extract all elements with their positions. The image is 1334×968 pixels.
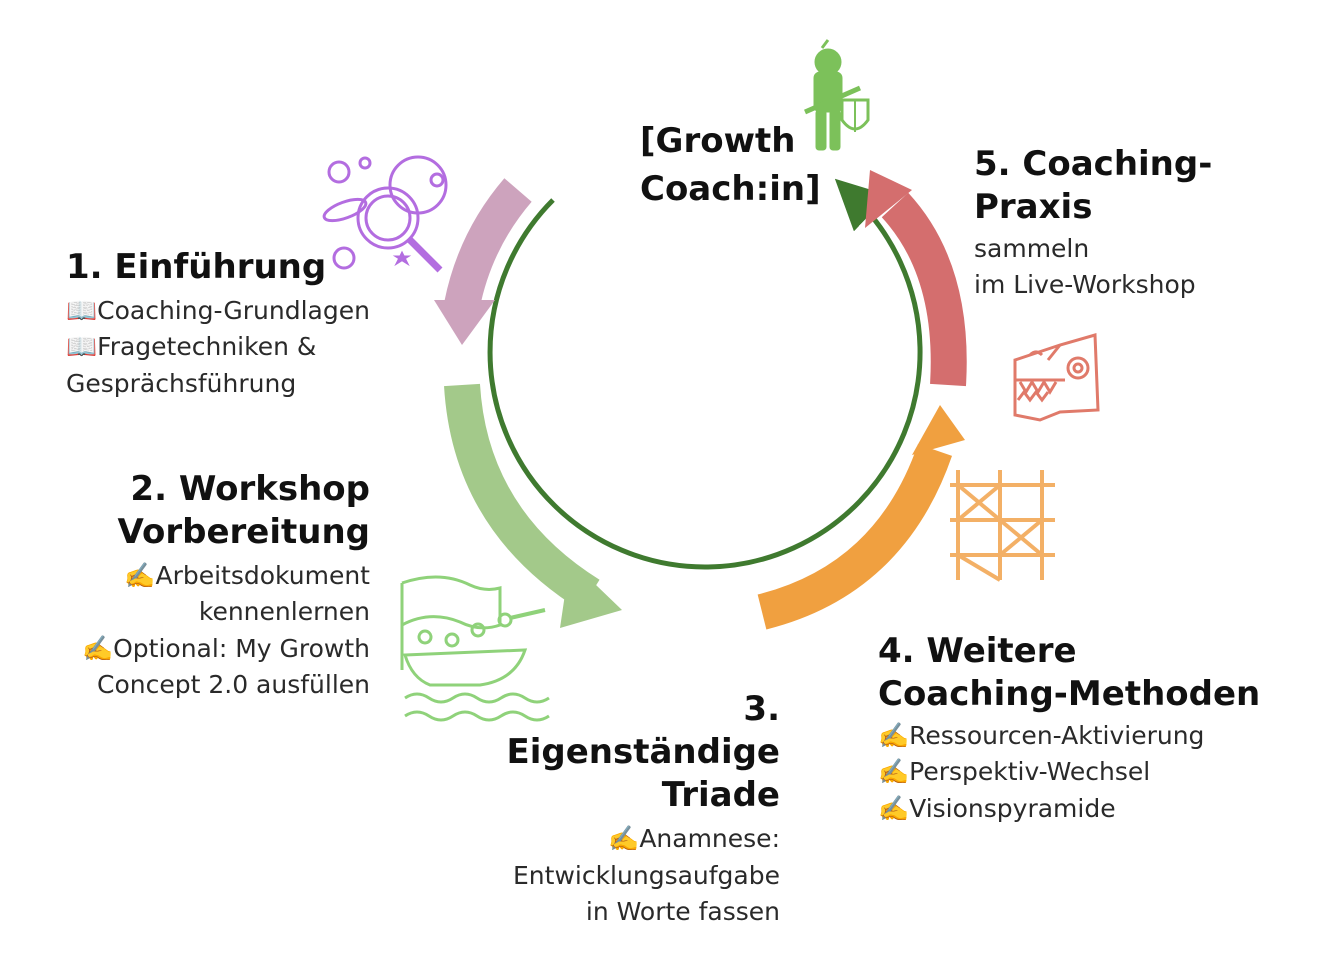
step-4-item: ✍️Visionspyramide	[878, 793, 1116, 823]
book-icon: 📖	[66, 296, 98, 326]
step-2: 2. Workshop Vorbereitung ✍️Arbeitsdokume…	[10, 469, 370, 703]
step-5: 5. Coaching- Praxis sammeln im Live-Work…	[974, 144, 1213, 304]
step-4-item: ✍️Ressourcen-Aktivierung	[878, 721, 1205, 751]
arrow-step-5	[865, 170, 967, 387]
arrow-step-1	[434, 178, 532, 345]
step-3-title-line-1: 3.	[743, 689, 780, 729]
cycle-ring	[487, 178, 923, 570]
step-4-items: ✍️Ressourcen-Aktivierung ✍️Perspektiv-We…	[878, 718, 1260, 827]
book-icon: 📖	[66, 332, 98, 362]
step-3-title-line-3: Triade	[661, 775, 780, 816]
step-4-item: ✍️Perspektiv-Wechsel	[878, 757, 1151, 787]
magnifier-bubbles-icon	[322, 155, 448, 273]
step-1: 1. Einführung 📖Coaching-Grundlagen 📖Frag…	[66, 247, 370, 402]
step-2-title-line-1: 2. Workshop	[130, 469, 370, 509]
step-2-item: kennenlernen	[198, 597, 370, 627]
step-2-title-line-2: Vorbereitung	[117, 512, 370, 553]
writing-hand-icon: ✍️	[878, 793, 910, 823]
step-2-item: ✍️Optional: My Growth	[81, 633, 370, 663]
writing-hand-icon: ✍️	[878, 721, 910, 751]
center-label: [Growth Coach:in]	[640, 118, 821, 213]
step-3-item: Entwicklungsaufgabe	[513, 860, 780, 890]
step-4: 4. Weitere Coaching-Methoden ✍️Ressource…	[878, 631, 1261, 827]
arrow-step-4	[757, 405, 965, 630]
knight-shield-icon	[804, 39, 870, 151]
step-5-title-line-1: 5. Coaching-	[974, 144, 1213, 184]
rowing-boat-icon	[400, 575, 550, 722]
step-3-item: ✍️Anamnese:	[608, 824, 780, 854]
writing-hand-icon: ✍️	[608, 824, 640, 854]
step-5-items: sammeln im Live-Workshop	[974, 231, 1212, 304]
step-3-item: in Worte fassen	[585, 896, 780, 926]
writing-hand-icon: ✍️	[878, 757, 910, 787]
step-5-item: im Live-Workshop	[974, 270, 1196, 300]
step-2-items: ✍️Arbeitsdokument kennenlernen ✍️Optiona…	[10, 558, 370, 703]
scaffold-icon	[950, 470, 1055, 582]
step-3: 3. Eigenständige Triade ✍️Anamnese: Entw…	[440, 689, 780, 930]
step-5-item: sammeln	[974, 234, 1090, 264]
writing-hand-icon: ✍️	[81, 633, 114, 663]
step-2-item: ✍️Arbeitsdokument	[124, 561, 370, 591]
step-1-item: 📖Coaching-Grundlagen	[66, 296, 370, 326]
step-4-title-line-1: 4. Weitere	[878, 631, 1077, 671]
arrow-step-2	[444, 383, 622, 628]
step-3-items: ✍️Anamnese: Entwicklungsaufgabe in Worte…	[440, 821, 780, 930]
step-1-item: 📖Fragetechniken &	[66, 332, 317, 362]
step-4-title-line-2: Coaching-Methoden	[878, 674, 1261, 715]
step-1-item: Gesprächsführung	[66, 368, 297, 398]
step-1-items: 📖Coaching-Grundlagen 📖Fragetechniken & G…	[66, 293, 370, 402]
step-5-title-line-2: Praxis	[974, 187, 1093, 228]
center-label-line-2: Coach:in]	[640, 168, 821, 209]
step-1-title: 1. Einführung	[66, 247, 327, 287]
writing-hand-icon: ✍️	[124, 561, 156, 591]
step-2-item: Concept 2.0 ausfüllen	[97, 669, 370, 699]
step-3-title-line-2: Eigenständige	[506, 732, 780, 773]
dragon-head-icon	[1013, 333, 1100, 422]
center-label-line-1: [Growth	[640, 121, 796, 161]
